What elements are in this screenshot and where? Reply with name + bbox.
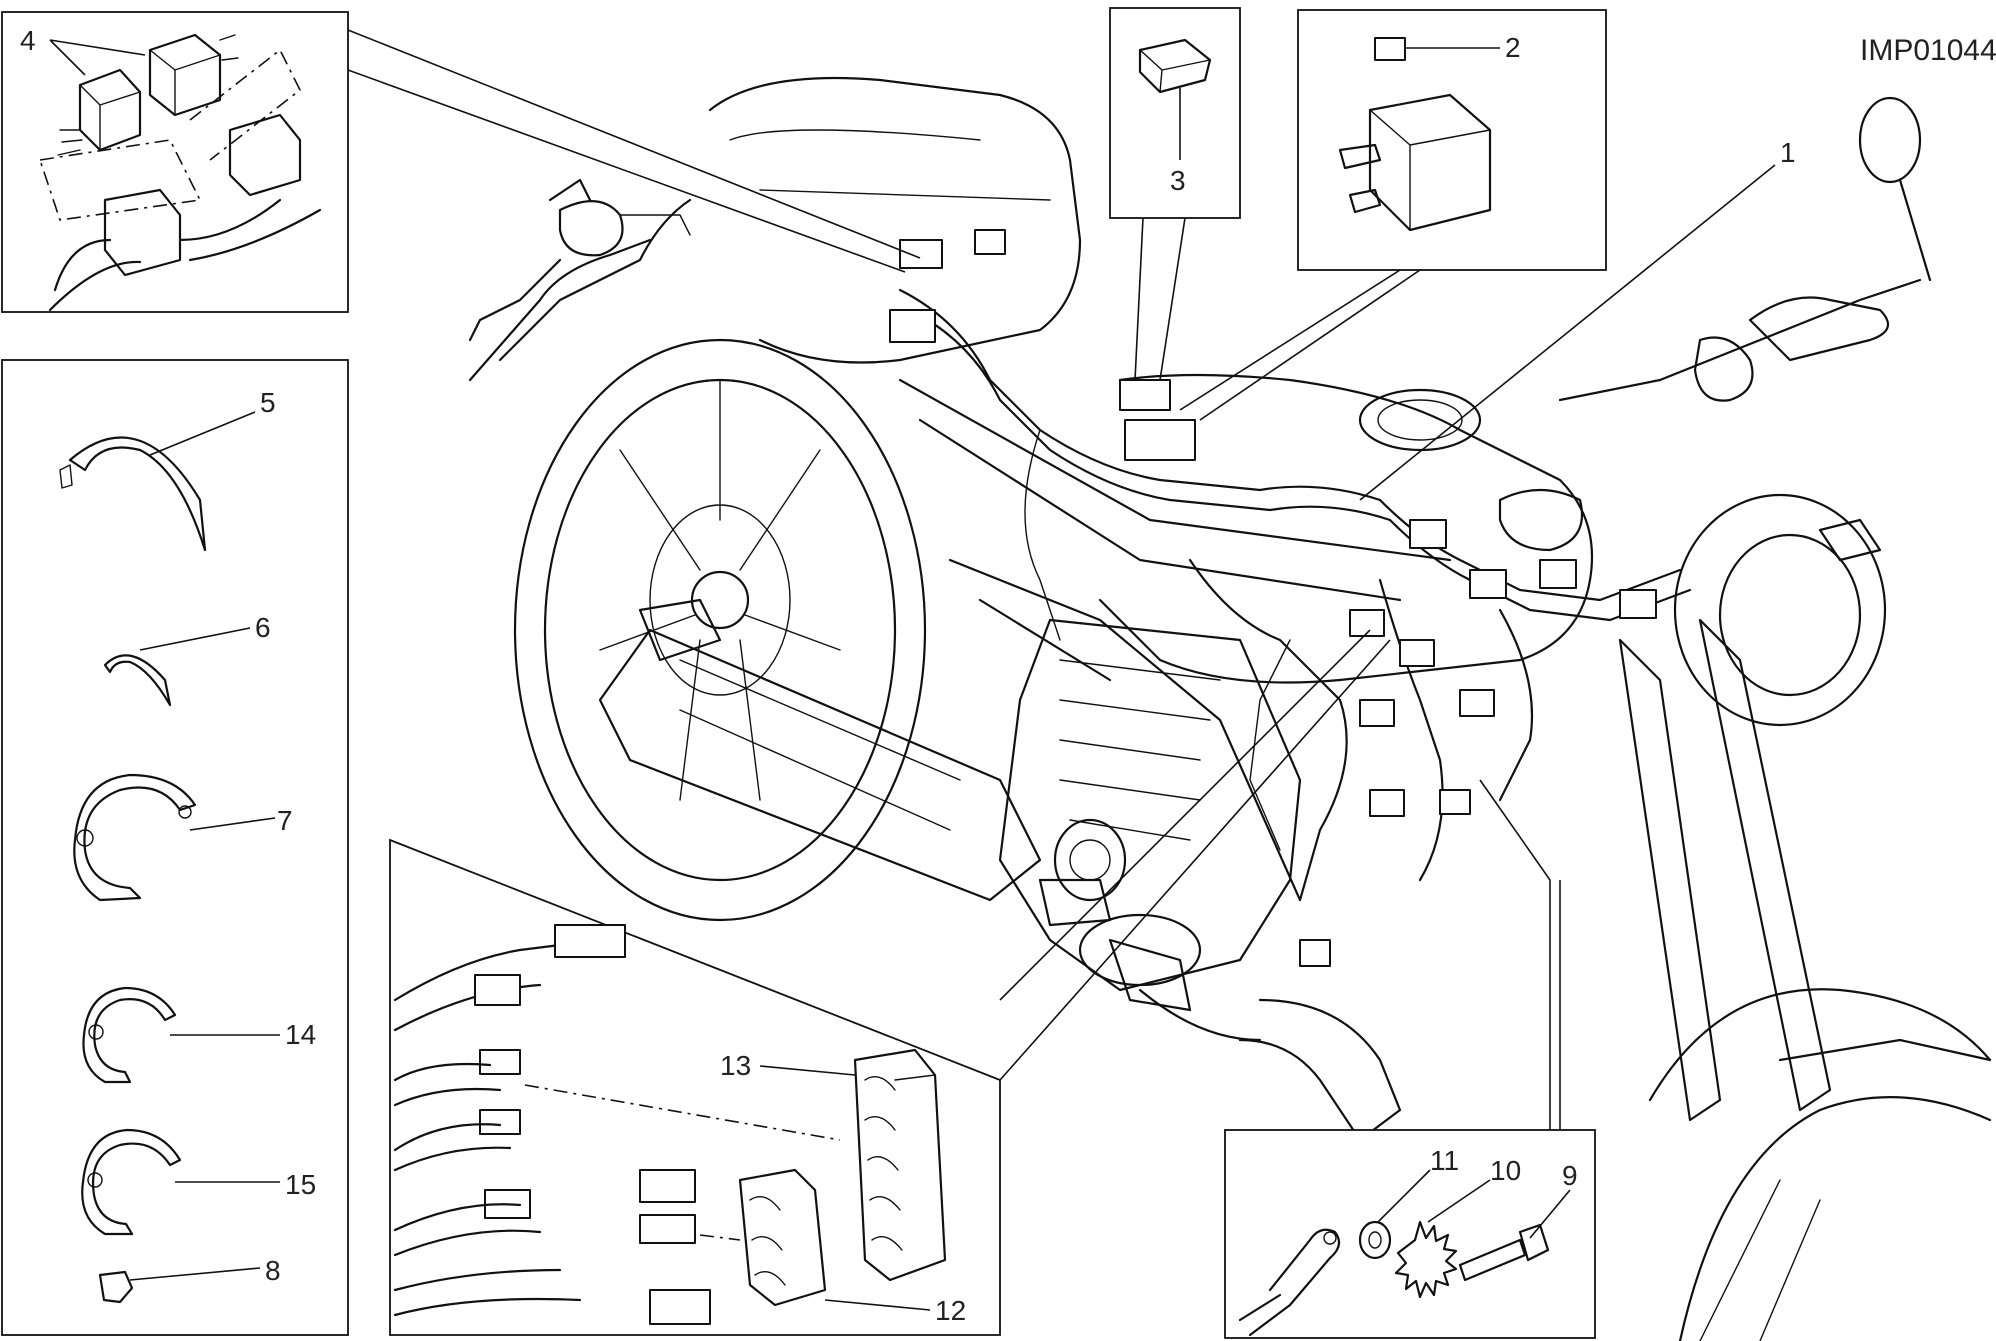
- cable-clamp-medium-2: [81, 1128, 182, 1236]
- harness-connector: [899, 239, 943, 269]
- motorcycle-drawing: [468, 76, 1992, 1341]
- footpeg: [1038, 878, 1112, 927]
- fuel-cap: [1358, 388, 1482, 452]
- inset-frame-holders: [389, 838, 1001, 1336]
- callout-15: 15: [285, 1169, 316, 1200]
- washer: [1358, 1220, 1392, 1260]
- connector-plug: [554, 924, 626, 958]
- leader-relays: [347, 29, 921, 273]
- brake-lever: [1748, 296, 1890, 362]
- inset-frame-fuse: [1297, 9, 1607, 271]
- small-clip: [98, 1270, 134, 1304]
- inset-ground-hardware: 11 10 9: [1224, 1129, 1596, 1339]
- relay-connector: [1119, 379, 1171, 411]
- lock-washer: [1394, 1220, 1458, 1299]
- callout-2: 2: [1505, 32, 1521, 63]
- wiring-harness: [898, 288, 1382, 502]
- callout-13: 13: [720, 1050, 751, 1081]
- engine-case-cover: [1078, 913, 1202, 987]
- callout-1: 1: [1780, 137, 1796, 168]
- callout-12: 12: [935, 1295, 966, 1326]
- callout-10: 10: [1490, 1155, 1521, 1186]
- front-fork-left: [1618, 638, 1722, 1122]
- relay-socket: [228, 113, 302, 197]
- callout-3: 3: [1170, 165, 1186, 196]
- handlebar-switch: [1693, 336, 1754, 402]
- bolt: [1458, 1223, 1550, 1282]
- exhaust-muffler: [598, 628, 1042, 902]
- mirror: [1858, 96, 1922, 184]
- inset-connector-holders: 13 12: [389, 838, 1001, 1336]
- inset-fuse: 2: [1297, 9, 1607, 271]
- callout-5: 5: [260, 387, 276, 418]
- front-fender: [1778, 1038, 1992, 1062]
- headlight: [1673, 493, 1887, 727]
- leader-connector: [1134, 217, 1186, 381]
- cable-clamp-large: [73, 773, 197, 902]
- connector-holder-tall: [853, 1048, 947, 1282]
- rear-hub: [690, 570, 750, 630]
- brake-reservoir: [1498, 488, 1584, 552]
- relay-socket-2: [103, 188, 182, 277]
- rear-brake-disc: [649, 504, 791, 696]
- cable-tie-long: [68, 436, 207, 552]
- inset-connector: 3: [1109, 7, 1241, 219]
- cable-clamp-medium: [82, 986, 177, 1084]
- fuse-icon: [1374, 37, 1406, 61]
- engine-block: [998, 618, 1302, 992]
- leader-holders: [999, 629, 1391, 1081]
- connector-holder-short: [738, 1168, 827, 1307]
- callout-8: 8: [265, 1255, 281, 1286]
- cable-tie-short: [103, 654, 172, 707]
- callout-11: 11: [1430, 1145, 1459, 1176]
- connector-icon: [1138, 38, 1212, 94]
- front-fork-right: [1698, 618, 1832, 1112]
- exhaust-header: [1238, 998, 1402, 1142]
- frame-tube: [898, 378, 1452, 602]
- inset-frame-ground: [1224, 1129, 1596, 1339]
- figure-code: IMP01044: [1860, 34, 1996, 67]
- callout-9: 9: [1562, 1160, 1578, 1191]
- turn-signal: [1818, 518, 1882, 562]
- inset-frame-clips: [1, 359, 349, 1336]
- leader-1: [1359, 164, 1776, 501]
- inset-frame-relays: [1, 11, 349, 313]
- fuel-tank: [1098, 373, 1594, 684]
- callout-6: 6: [255, 612, 271, 643]
- taillight: [558, 200, 624, 257]
- connector-plug-2: [649, 1289, 711, 1325]
- ground-cable-terminal: [1268, 1228, 1341, 1307]
- inset-clips: 5 6 7 14 15 8: [1, 359, 349, 1336]
- handlebar: [1558, 278, 1922, 402]
- rear-fender: [498, 198, 692, 362]
- callout-7: 7: [277, 805, 293, 836]
- leader-fuse: [1179, 269, 1421, 421]
- callout-14: 14: [285, 1019, 316, 1050]
- callout-4: 4: [20, 25, 36, 56]
- rear-footpeg: [638, 598, 722, 662]
- leader-ground: [1479, 779, 1561, 1130]
- seat-tail: [708, 76, 1082, 364]
- relay-icon-2: [148, 33, 222, 117]
- fuse-box-mounted: [1124, 419, 1196, 461]
- front-tire: [1648, 988, 1992, 1102]
- rear-tire-outer: [513, 338, 927, 922]
- inset-relays: 4: [1, 11, 349, 313]
